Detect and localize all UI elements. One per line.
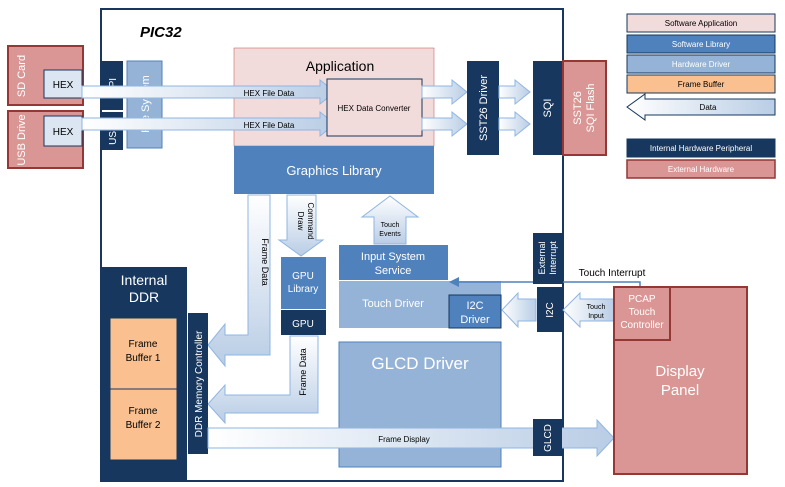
gpu-block: [281, 310, 326, 335]
ddr-mem-ctrl-label: DDR Memory Controller: [194, 330, 205, 437]
frame-data-label-1: Frame Data: [260, 238, 270, 286]
touch-input-label-1: Touch: [587, 304, 606, 311]
touch-interrupt-arrow: Touch Interrupt: [449, 268, 646, 287]
touch-events-label-1: Touch: [381, 222, 400, 229]
input-service-label-2: Service: [375, 265, 412, 277]
i2c-driver-label-1: I2C: [466, 300, 483, 312]
legend-internal-hw: [626, 138, 776, 158]
gpu-library-block: [281, 257, 326, 309]
touch-input-label-2: Input: [588, 313, 604, 320]
frame-data-arrow-2: Frame Data: [207, 335, 319, 425]
pic32-title: PIC32: [140, 24, 182, 41]
external-interrupt-block: [533, 233, 562, 284]
sqi-label: SQI: [542, 99, 554, 118]
frame-data-label-2: Frame Data: [298, 348, 308, 396]
input-service-label-1: Input System: [361, 251, 425, 263]
ddr-label-1: Internal: [121, 272, 168, 288]
sqi-flash-label-2: SQI Flash: [585, 84, 597, 133]
hex-converter-block: [326, 78, 423, 137]
legend-data-label: Data: [700, 103, 717, 112]
draw-command-label-2: Command: [306, 203, 315, 240]
sd-card-label: SD Card: [16, 55, 28, 97]
graphics-library-block: [234, 146, 434, 194]
touch-events-label-2: Events: [379, 231, 401, 238]
legend-software-library: [626, 34, 776, 54]
converter-to-driver-arrow-1: [421, 78, 468, 106]
hex-file-data-label-1: HEX File Data: [244, 89, 295, 98]
legend-external-hw: [626, 159, 776, 179]
display-panel-label-1: Display: [655, 363, 705, 380]
file-system-block: [126, 60, 163, 149]
sqi-block: [533, 61, 562, 155]
frame-data-arrow-1: Frame Data: [207, 194, 271, 368]
legend-hardware-driver: [626, 54, 776, 74]
frame-display-arrow: Frame Display: [207, 418, 615, 458]
driver-to-sqi-arrow-2: [498, 110, 531, 138]
usb-hex-label: HEX: [53, 127, 74, 138]
ddr-label-2: DDR: [129, 289, 159, 305]
pcap-label-3: Controller: [620, 320, 664, 331]
touch-events-arrow: Touch Events: [360, 195, 420, 245]
application-label: Application: [306, 58, 375, 74]
pcap-label-2: Touch: [629, 307, 656, 318]
sqi-flash-label-1: SST26: [572, 91, 584, 125]
input-system-service-block: [339, 245, 448, 280]
legend-software-library-label: Software Library: [672, 40, 730, 49]
sd-card-block: SD Card HEX: [7, 45, 84, 106]
i2c-driver-block: [448, 294, 502, 329]
frame-display-label: Frame Display: [378, 435, 430, 444]
pcap-touch-controller-block: [613, 286, 671, 341]
usbh-label: USBH: [108, 117, 119, 145]
legend-hardware-driver-label: Hardware Driver: [672, 60, 731, 69]
sst26-driver-block: [467, 61, 499, 155]
legend-internal-hw-label: Internal Hardware Peripheral: [650, 144, 752, 153]
touch-driver-label: Touch Driver: [362, 298, 424, 310]
glcd-block: [533, 419, 562, 456]
gpu-library-label-2: Library: [288, 284, 319, 295]
draw-command-label-1: Draw: [296, 212, 305, 231]
display-panel-label-2: Panel: [661, 382, 699, 399]
ext-interrupt-label-1: External: [537, 241, 547, 274]
legend-software-application: [626, 13, 776, 33]
hex-file-data-label-2: HEX File Data: [244, 121, 295, 130]
glcd-driver-label: GLCD Driver: [371, 354, 469, 373]
ddr-memory-controller-block: [188, 313, 208, 454]
i2c-to-driver-arrow: [501, 291, 537, 329]
touch-interrupt-label: Touch Interrupt: [579, 268, 646, 279]
legend-data-arrow: [626, 93, 776, 121]
legend-frame-buffer-label: Frame Buffer: [678, 80, 725, 89]
driver-to-sqi-arrow-1: [498, 78, 531, 106]
converter-to-driver-arrow-2: [421, 110, 468, 138]
glcd-label: GLCD: [543, 424, 554, 452]
i2c-label: I2C: [545, 302, 556, 318]
fb1-label-1: Frame: [129, 339, 158, 350]
usb-drive-block: USB Drive HEX: [7, 110, 84, 169]
frame-buffer-1-block: [109, 317, 178, 390]
pcap-label-1: PCAP: [628, 294, 656, 305]
sd-hex-label: HEX: [53, 80, 74, 91]
gpu-library-label-1: GPU: [292, 271, 314, 282]
graphics-library-label: Graphics Library: [286, 163, 382, 178]
legend-software-application-label: Software Application: [665, 19, 738, 28]
fb1-label-2: Buffer 1: [126, 353, 161, 364]
touch-input-arrow: Touch Input: [562, 291, 615, 329]
legend-frame-buffer: [626, 74, 776, 94]
i2c-block: [537, 287, 562, 332]
ext-interrupt-label-2: Interrupt: [548, 241, 558, 275]
fb2-label-1: Frame: [129, 406, 158, 417]
fb2-label-2: Buffer 2: [126, 420, 161, 431]
usb-drive-label: USB Drive: [16, 114, 28, 165]
sst26-driver-label: SST26 Driver: [478, 75, 490, 141]
sqi-flash-block: [562, 60, 607, 156]
frame-buffer-2-block: [109, 388, 178, 461]
i2c-driver-label-2: Driver: [460, 314, 490, 326]
draw-command-arrow: Draw Command: [277, 194, 325, 257]
legend-external-hw-label: External Hardware: [668, 165, 735, 174]
gpu-label: GPU: [292, 319, 314, 330]
hex-converter-label: HEX Data Converter: [338, 104, 411, 113]
legend: Software Application Software Library Ha…: [626, 13, 776, 179]
